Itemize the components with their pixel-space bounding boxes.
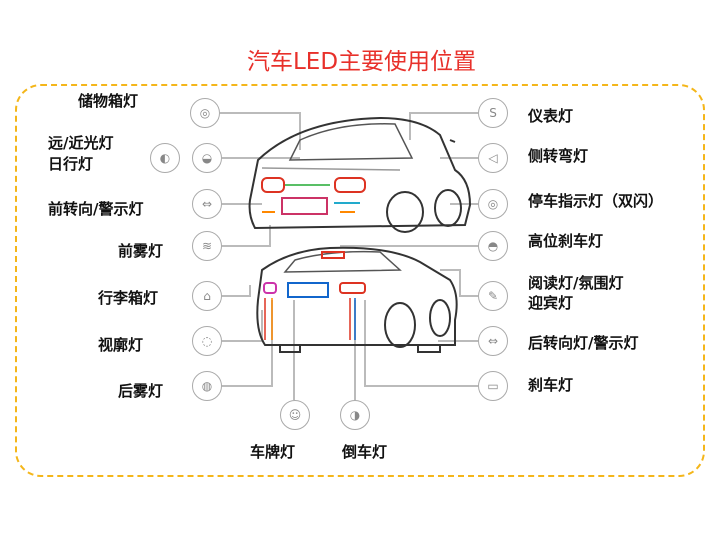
label-daytime: 日行灯 [48, 155, 94, 173]
label-plate: 车牌灯 [250, 443, 296, 461]
brake-light-icon: ▭ [478, 371, 508, 401]
headlight-icon: ◐ [150, 143, 180, 173]
daytime-light-icon: ◒ [192, 143, 222, 173]
label-welcome: 迎宾灯 [528, 294, 574, 312]
instrument-light-icon: S [478, 98, 508, 128]
label-rear-turn: 后转向灯/警示灯 [528, 334, 639, 352]
front-turn-icon: ⇔ [192, 189, 222, 219]
plate-light-icon: ☺ [280, 400, 310, 430]
side-marker-icon: ◌ [192, 326, 222, 356]
front-car-outline [248, 116, 472, 233]
label-cornering: 侧转弯灯 [528, 147, 589, 165]
rear-car-outline [256, 246, 458, 353]
label-reading: 阅读灯/氛围灯 [528, 274, 624, 292]
parking-light-icon: ◎ [478, 189, 508, 219]
storage-light-icon: ◎ [190, 98, 220, 128]
label-front-turn: 前转向/警示灯 [48, 200, 144, 218]
label-side-marker: 视廓灯 [98, 336, 144, 354]
label-headlight: 远/近光灯 [48, 134, 114, 152]
reading-light-icon: ✎ [478, 281, 508, 311]
diagram-title: 汽车LED主要使用位置 [246, 49, 477, 75]
high-brake-icon: ◓ [478, 231, 508, 261]
label-reverse: 倒车灯 [342, 443, 388, 461]
label-brake: 刹车灯 [528, 376, 574, 394]
trunk-light-icon: ⌂ [192, 281, 222, 311]
front-fog-icon: ≋ [192, 231, 222, 261]
reverse-light-icon: ◑ [340, 400, 370, 430]
rear-turn-icon: ⇔ [478, 326, 508, 356]
dashed-frame [15, 84, 705, 477]
label-instrument: 仪表灯 [528, 107, 574, 125]
label-rear-fog: 后雾灯 [118, 382, 164, 400]
label-high-brake: 高位刹车灯 [528, 232, 604, 250]
label-parking: 停车指示灯（双闪） [528, 192, 664, 210]
label-trunk: 行李箱灯 [98, 289, 159, 307]
rear-fog-icon: ◍ [192, 371, 222, 401]
cornering-light-icon: ◁ [478, 143, 508, 173]
connector-lines [220, 112, 478, 400]
label-front-fog: 前雾灯 [118, 242, 164, 260]
label-storage: 储物箱灯 [78, 92, 139, 110]
